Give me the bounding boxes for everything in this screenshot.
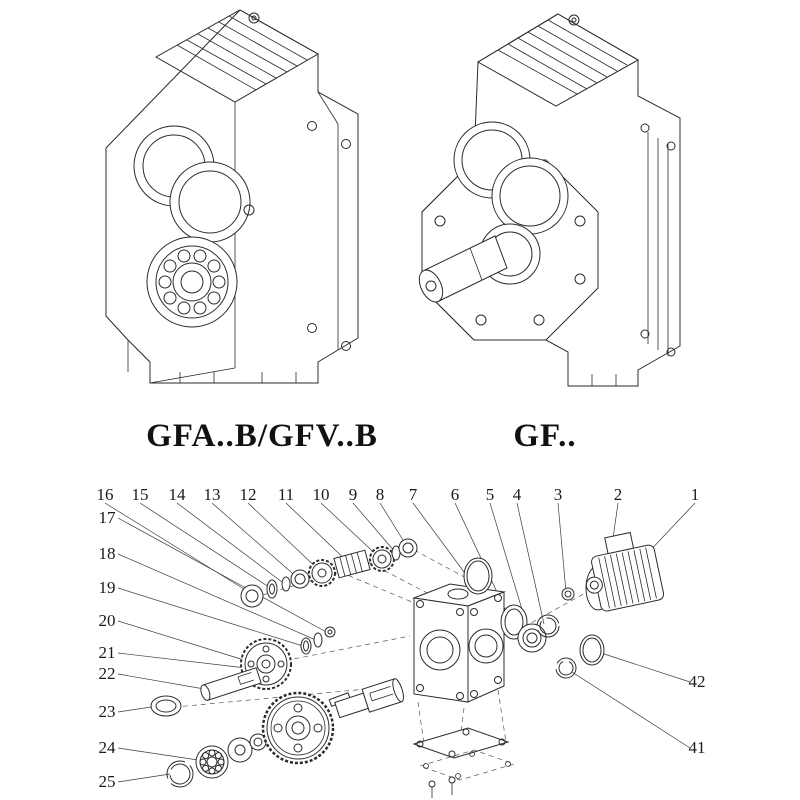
- model-caption-left: GFA..B/GFV..B: [146, 418, 378, 454]
- callout-17: 17: [99, 508, 117, 527]
- callout-21: 21: [99, 643, 116, 662]
- callout-22: 22: [99, 664, 116, 683]
- callout-24: 24: [99, 738, 117, 757]
- callout-numbers-right: 42 41: [689, 672, 706, 757]
- motor-assembly: [585, 531, 665, 612]
- callout-19: 19: [99, 578, 116, 597]
- input-shaft-parts: [240, 538, 418, 608]
- projection-lines: [164, 549, 599, 759]
- callout-5: 5: [486, 485, 495, 504]
- output-seal-parts: [463, 557, 605, 679]
- callout-15: 15: [132, 485, 149, 504]
- exploded-view: 16 15 14 13 12 11 10 9 8 7 6 5 4 3 2 1 1…: [97, 485, 706, 798]
- cover-gasket-parts: [412, 727, 516, 798]
- callout-18: 18: [99, 544, 116, 563]
- gearbox-drawing-right: [418, 13, 681, 387]
- callout-13: 13: [204, 485, 221, 504]
- callout-12: 12: [240, 485, 257, 504]
- callout-numbers-left: 17 18 19 20 21 22 23 24 25: [99, 508, 117, 791]
- callout-20: 20: [99, 611, 116, 630]
- callout-9: 9: [349, 485, 358, 504]
- callout-25: 25: [99, 772, 116, 791]
- callout-2: 2: [614, 485, 623, 504]
- callout-41: 41: [689, 738, 706, 757]
- callout-1: 1: [691, 485, 700, 504]
- callout-42: 42: [689, 672, 706, 691]
- gear-housing: [412, 583, 506, 703]
- gearbox-drawing-left: [105, 9, 359, 384]
- callout-8: 8: [376, 485, 385, 504]
- callout-10: 10: [313, 485, 330, 504]
- callout-14: 14: [169, 485, 187, 504]
- model-caption-right: GF..: [513, 418, 576, 454]
- callout-7: 7: [409, 485, 418, 504]
- callout-6: 6: [451, 485, 460, 504]
- callout-23: 23: [99, 702, 116, 721]
- intermediate-gear-parts: [150, 626, 336, 717]
- callout-4: 4: [513, 485, 522, 504]
- output-gear-parts: [166, 678, 404, 788]
- callout-16: 16: [97, 485, 114, 504]
- callout-numbers-top: 16 15 14 13 12 11 10 9 8 7 6 5 4 3 2 1: [97, 485, 700, 504]
- callout-3: 3: [554, 485, 563, 504]
- callout-11: 11: [278, 485, 294, 504]
